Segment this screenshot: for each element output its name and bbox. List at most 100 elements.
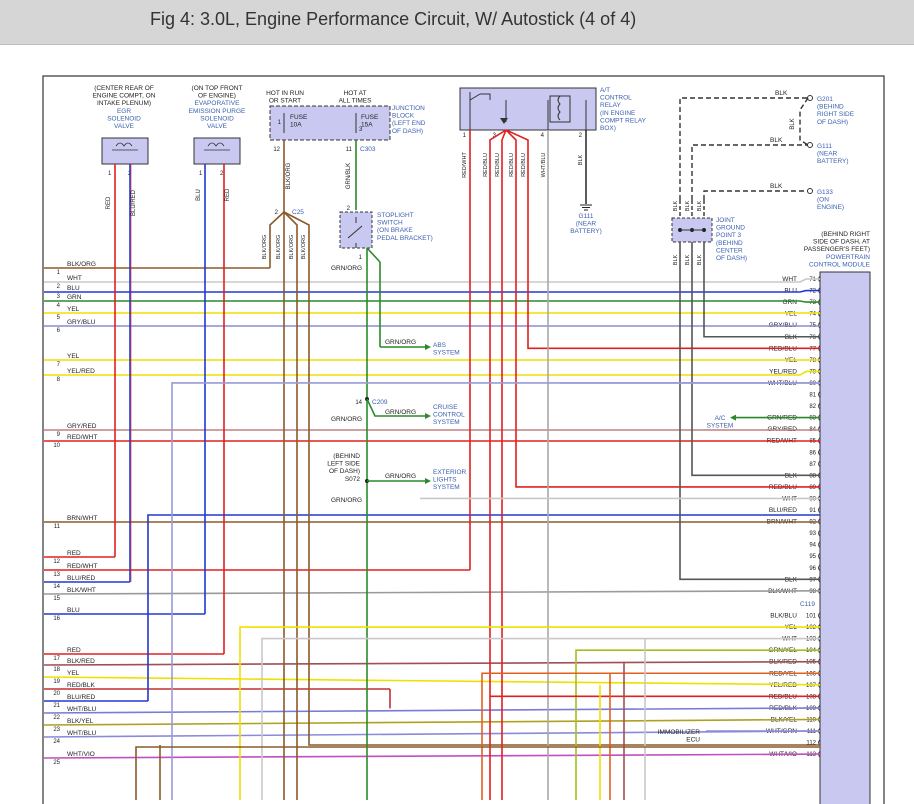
wire-label: BLU/RED (131, 189, 137, 216)
pcm-pin-number: 111 (807, 729, 817, 735)
pin-tick (818, 612, 821, 619)
connector-c209: C209 (372, 399, 388, 406)
pin-tick (818, 425, 821, 433)
harness-wire (171, 382, 820, 800)
evap-label-line: OF ENGINE) (198, 93, 236, 100)
ground-wire-g201 (679, 97, 808, 200)
ground-wire-g133 (703, 190, 808, 200)
row-number: 1 (57, 270, 61, 276)
pcm-pin-label: BLU/RED (769, 507, 797, 514)
pcm-pin-number: 94 (809, 543, 816, 549)
pin-tick (818, 448, 821, 456)
pcm-pin-number: 104 (806, 648, 817, 654)
harness-wire (43, 707, 821, 714)
row-number: 12 (53, 559, 60, 565)
ac-system-label-line: A/C (715, 415, 726, 422)
wire-label: BLK (673, 254, 679, 265)
relay-wire-redblu (505, 129, 820, 488)
stoplight-switch-label-line: (ON BRAKE (377, 227, 413, 234)
abs-arrow-icon (425, 344, 431, 350)
row-label: GRY/BLU (67, 319, 96, 326)
pin-number: 3 (493, 133, 497, 139)
pin-number: 1 (108, 171, 112, 177)
pcm-pin-number: 72 (809, 289, 816, 295)
g201-ground-icon (807, 95, 813, 101)
g133-label-line: ENGINE) (817, 204, 844, 211)
pcm-pin-number: 71 (809, 277, 816, 283)
title-bar: Fig 4: 3.0L, Engine Performance Circuit,… (0, 0, 914, 45)
diagram-border (42, 75, 885, 804)
pin-tick (818, 402, 821, 410)
pin-number: 2 (220, 171, 224, 177)
splice-s072-label-line: LEFT SIDE (327, 461, 360, 468)
cruise-arrow-icon (425, 413, 431, 419)
harness-wire (147, 514, 820, 701)
cruise-wire (366, 398, 425, 417)
g201-label-line: (BEHIND (817, 104, 844, 111)
pcm-pin-number: 109 (806, 706, 817, 712)
pin-number: 1 (278, 120, 282, 126)
wire-label: GRN/ORG (385, 339, 416, 346)
g133-ground-icon (807, 188, 813, 194)
g111-label-line: BATTERY) (817, 158, 849, 165)
g133-label-line: (ON (817, 197, 829, 204)
pcm-pin-number: 91 (809, 508, 816, 514)
jgp3-label-line: POINT 3 (716, 232, 742, 239)
pcm-pin-label: BLU (784, 288, 797, 295)
egr-label-line: (CENTER REAR OF (94, 85, 154, 92)
pcm-pin-number: 87 (809, 462, 816, 468)
harness-wire (481, 672, 820, 800)
wire-label: WHT/BLU (541, 153, 547, 178)
stoplight-wire-grnorg (366, 247, 381, 263)
switch-icon (347, 217, 363, 248)
wire-label: RED/BLU (483, 153, 489, 177)
row-number: 22 (53, 715, 60, 721)
at-relay-label-line: RELAY (600, 102, 621, 109)
abs-system-label-line: SYSTEM (433, 350, 460, 357)
row-number: 3 (57, 294, 61, 300)
pin-number: 14 (355, 400, 362, 406)
egr-label-line: INTAKE PLENUM) (97, 100, 151, 107)
cruise-control-label-line: SYSTEM (433, 419, 460, 426)
pcm-pin-number: 113 (806, 752, 816, 758)
connector-c303: C303 (360, 146, 376, 153)
wire-label: BLK (673, 200, 679, 211)
row-label: RED (67, 647, 81, 654)
row-number: 15 (53, 596, 60, 602)
pcm-pin-number: 102 (806, 625, 817, 631)
row-number: 24 (53, 739, 60, 745)
pcm-pin-number: 79 (809, 369, 816, 375)
pcm-pin-number: 89 (809, 485, 816, 491)
pcm-pin-number: 90 (809, 496, 816, 502)
junction-block (269, 105, 391, 141)
pin-number: 1 (359, 255, 363, 261)
row-number: 19 (53, 679, 60, 685)
row-number: 11 (54, 524, 61, 530)
cruise-control-label-line: CONTROL (433, 412, 465, 419)
pin-number: 1 (463, 133, 467, 139)
wire-label: GRN/BLK (346, 163, 352, 189)
egr-solenoid-valve (101, 137, 149, 165)
row-label: BLU (67, 285, 80, 292)
at-control-relay (459, 87, 597, 131)
ground-wire-blk (679, 242, 820, 581)
row-label: WHT/BLU (67, 730, 97, 737)
harness-wire (239, 626, 820, 800)
cruise-control-label-line: CRUISE (433, 404, 458, 411)
pcm-pin-number: 107 (806, 683, 817, 689)
exterior-lights-label-line: EXTERIOR (433, 469, 467, 476)
row-label: RED (67, 550, 81, 557)
row-label: YEL (67, 670, 80, 677)
row-label: WHT/VIO (67, 751, 95, 758)
wire-label: RED/BLU (521, 153, 527, 177)
row-number: 9 (57, 432, 61, 438)
row-label: WHT/BLU (67, 706, 97, 713)
row-number: 10 (53, 443, 60, 449)
harness-wire (575, 649, 820, 800)
stoplight-switch-label-line: SWITCH (377, 220, 403, 227)
harness-wire (43, 676, 821, 686)
pin-number: 4 (541, 133, 545, 139)
pcm-pin-label: YEL/RED (769, 368, 797, 375)
egr-label-line: VALVE (114, 123, 135, 130)
pcm-pin-number: 106 (806, 671, 817, 677)
